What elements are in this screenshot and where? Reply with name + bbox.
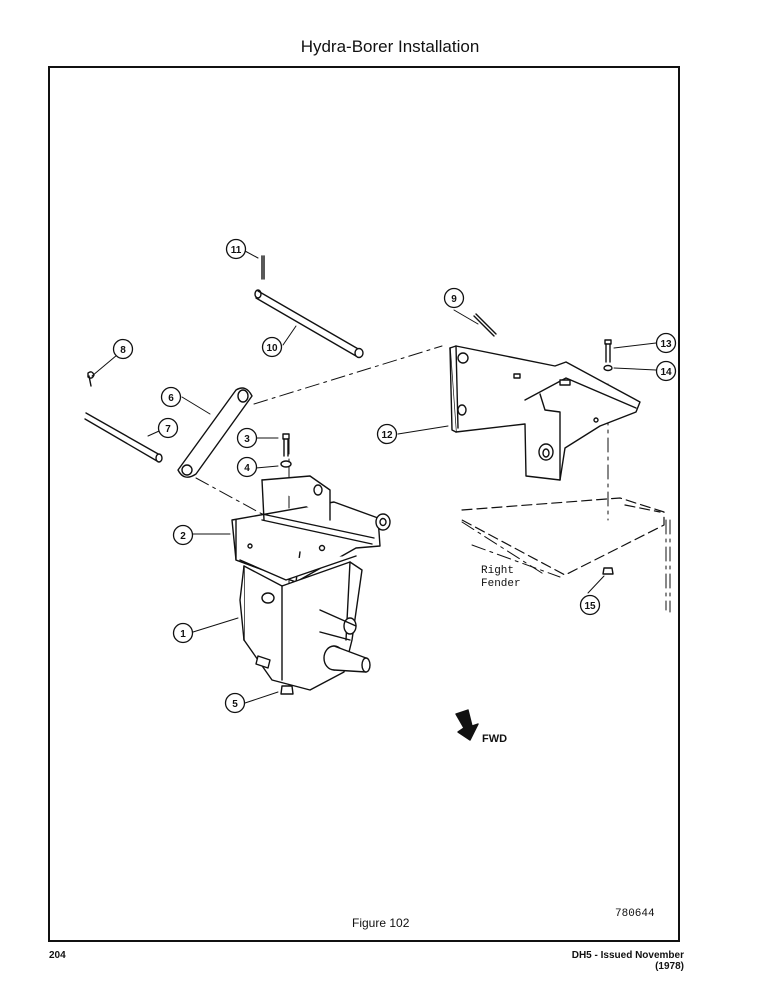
callout-13 (655, 332, 677, 354)
figure-caption: Figure 102 (352, 916, 410, 930)
callout-14-label: 14 (660, 367, 672, 378)
callout-10-label: 10 (266, 343, 278, 354)
nut-5 (280, 685, 294, 695)
callout-12-label: 12 (381, 430, 393, 441)
pin-7 (84, 412, 163, 463)
bolt-3 (282, 433, 290, 457)
forward-arrow-icon (455, 709, 479, 741)
washer-14 (603, 364, 613, 372)
fender-plate (461, 497, 665, 576)
figure-frame (48, 66, 680, 942)
callout-15 (579, 594, 601, 616)
callout-2-label: 2 (180, 531, 186, 542)
washer-4 (280, 460, 292, 468)
callout-10 (261, 336, 283, 358)
page-title: Hydra-Borer Installation (300, 37, 480, 56)
cotter-pin-11 (261, 255, 265, 280)
drawing-number: 780644 (615, 908, 655, 920)
forward-label: FWD (482, 733, 508, 745)
callout-15-label: 15 (584, 601, 596, 612)
callout-9 (443, 287, 465, 309)
callout-6 (160, 386, 182, 408)
callout-6-label: 6 (168, 393, 174, 404)
callout-1-label: 1 (180, 629, 186, 640)
bracket-12 (449, 345, 641, 481)
cotter-pin-9 (473, 313, 497, 337)
fender-label-line-1: Right (481, 565, 515, 577)
callout-7 (157, 417, 179, 439)
callout-1 (172, 622, 194, 644)
callout-11-label: 11 (231, 245, 242, 256)
callout-7-label: 7 (165, 424, 171, 435)
cotter-pin-8 (87, 371, 95, 387)
callout-12 (376, 423, 398, 445)
callout-14 (655, 360, 677, 382)
bolt-13 (604, 339, 612, 363)
issue-note: DH5 - Issued November (1978) (571, 950, 684, 972)
link-bar-6 (177, 387, 253, 478)
callout-3 (236, 427, 258, 449)
callout-13-label: 13 (660, 339, 672, 350)
callout-11 (225, 238, 247, 260)
callout-4-label: 4 (244, 463, 250, 474)
nut-15 (602, 567, 614, 575)
fender-label-line-2: Fender (481, 578, 521, 590)
pin-10 (254, 289, 364, 359)
page-number: 204 (49, 950, 66, 961)
callout-4 (236, 456, 258, 478)
callout-5 (224, 692, 246, 714)
callout-3-label: 3 (244, 434, 250, 445)
callout-5-label: 5 (232, 699, 238, 710)
callout-9-label: 9 (451, 294, 457, 305)
callout-8-label: 8 (120, 345, 126, 356)
callout-2 (172, 524, 194, 546)
callout-8 (112, 338, 134, 360)
gearbox-1 (239, 555, 371, 691)
